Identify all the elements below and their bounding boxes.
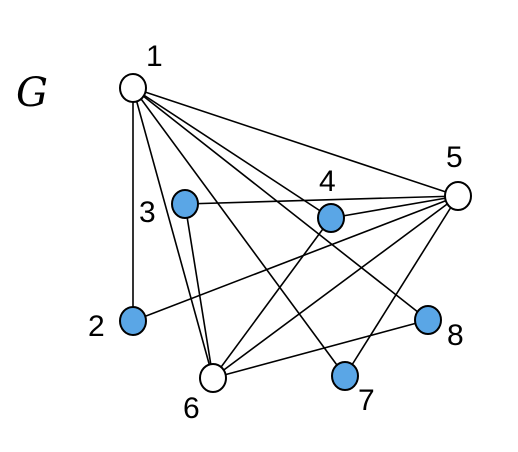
edge-1-5 — [132, 87, 459, 197]
edge-1-6 — [132, 87, 214, 379]
edge-layer — [132, 87, 459, 379]
edge-5-2 — [132, 195, 459, 322]
vertex-3 — [171, 189, 199, 219]
edge-1-7 — [132, 87, 346, 377]
edge-5-6 — [212, 195, 459, 379]
vertex-label-8: 8 — [447, 319, 464, 352]
vertex-label-4: 4 — [319, 165, 336, 198]
edge-5-7 — [344, 195, 459, 377]
vertex-label-2: 2 — [88, 310, 105, 343]
edge-4-6 — [212, 217, 332, 379]
edge-5-3 — [184, 195, 459, 205]
vertex-label-3: 3 — [139, 196, 156, 229]
vertex-2 — [119, 306, 147, 336]
vertex-5 — [444, 181, 472, 211]
vertex-label-7: 7 — [358, 384, 375, 417]
vertex-label-5: 5 — [446, 141, 463, 174]
edge-1-8 — [132, 87, 429, 321]
edge-1-4 — [132, 87, 332, 219]
vertex-label-1: 1 — [146, 40, 163, 73]
vertex-label-6: 6 — [183, 392, 200, 425]
vertex-8 — [414, 305, 442, 335]
edge-3-6 — [184, 203, 214, 379]
edge-5-4 — [330, 195, 459, 219]
vertex-6 — [199, 363, 227, 393]
edge-6-8 — [212, 319, 429, 379]
graph-name: G — [16, 70, 48, 116]
vertex-1 — [119, 73, 147, 103]
vertex-layer: 1 2 3 4 5 6 7 8 — [88, 40, 472, 425]
vertex-4 — [317, 203, 345, 233]
vertex-7 — [331, 361, 359, 391]
